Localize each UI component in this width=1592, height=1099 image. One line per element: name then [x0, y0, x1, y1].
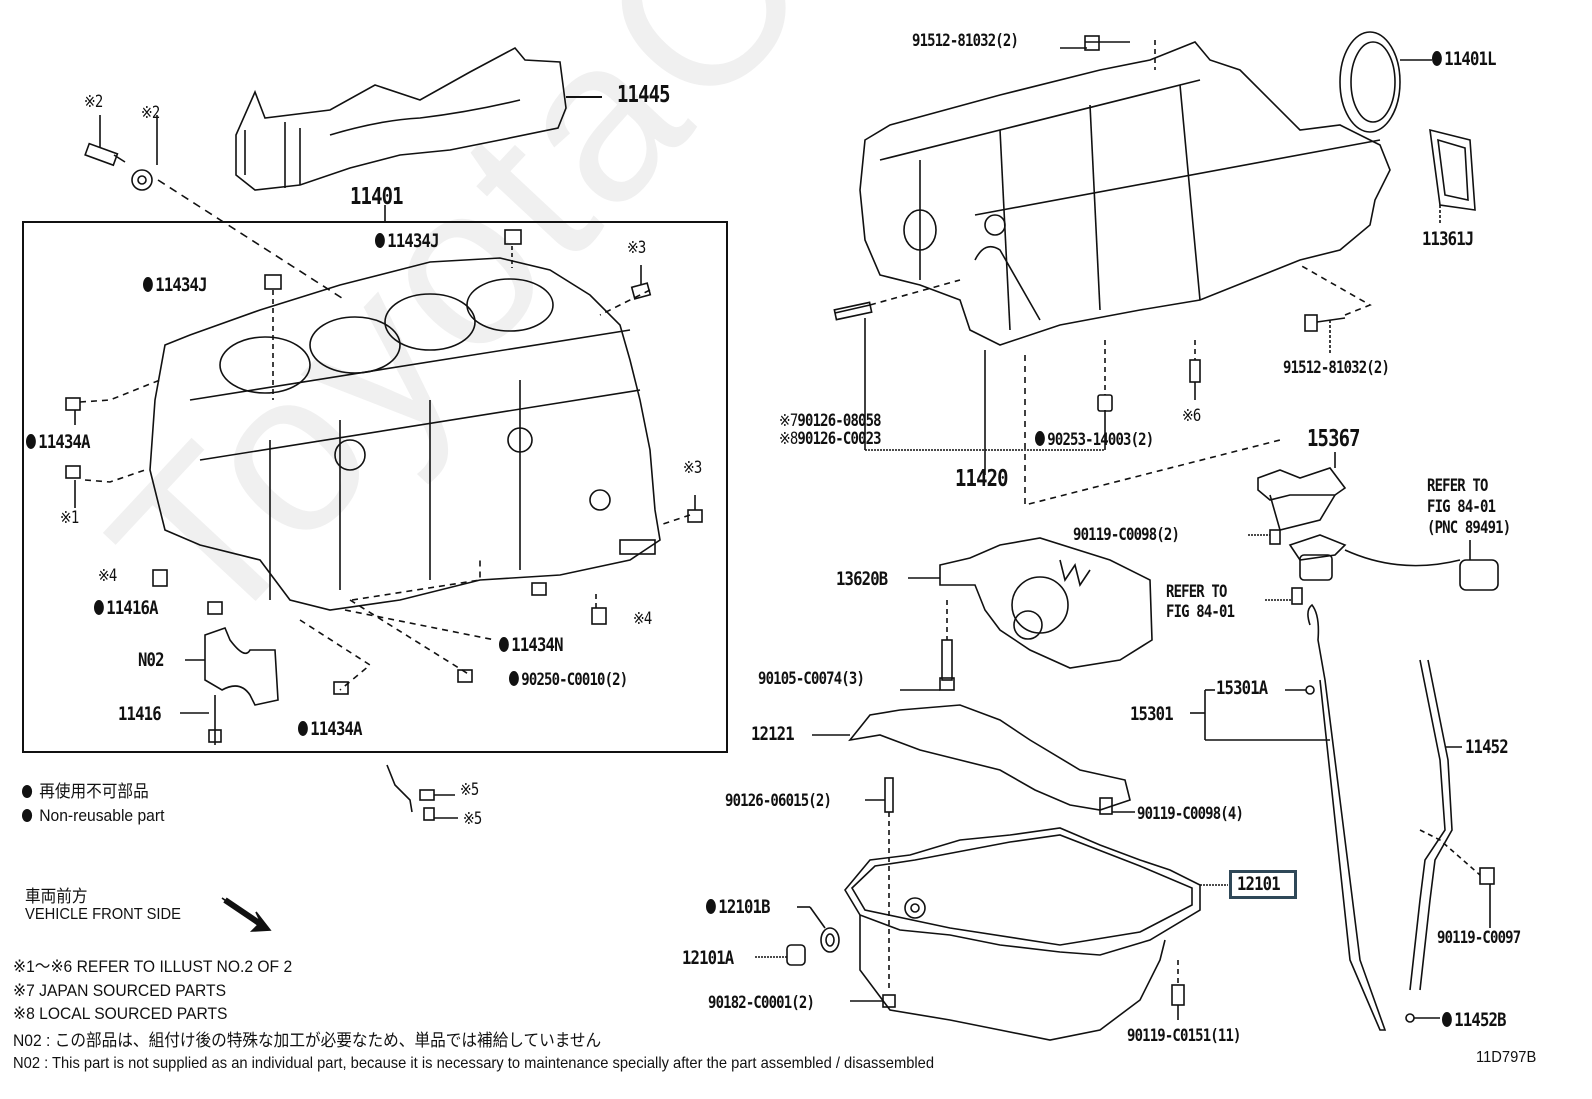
baffle-12121-drawing [848, 704, 1131, 811]
dowels-drawing [65, 229, 703, 695]
part-label-11445[interactable]: 11445 [617, 82, 671, 108]
part-label-11434J-top[interactable]: 11434J [375, 232, 439, 251]
part-label-91512-81032-right[interactable]: 91512-81032(2) [1283, 358, 1390, 378]
part-label-12121[interactable]: 12121 [751, 723, 795, 745]
part-label-13620B[interactable]: 13620B [836, 568, 888, 590]
stud-90126-drawing [834, 304, 871, 314]
part-label-11401L[interactable]: 11401L [1432, 50, 1496, 69]
part-label-90105-C0074[interactable]: 90105-C0074(3) [758, 669, 865, 689]
oil-level-sensor-drawing [1288, 534, 1347, 561]
nonreusable-dot-icon [143, 277, 153, 292]
part-label-91512-81032-top[interactable]: 91512-81032(2) [912, 31, 1019, 51]
nonreusable-dot-icon [26, 434, 36, 449]
part-label-12101B[interactable]: 12101B [706, 898, 770, 917]
part-label-11434A-left[interactable]: 11434A [26, 433, 90, 452]
front-side-en: VEHICLE FRONT SIDE [25, 906, 181, 923]
part-label-90250-C0010[interactable]: 90250-C0010(2) [509, 671, 628, 689]
part-label-11434N[interactable]: 11434N [499, 636, 563, 655]
nonreusable-dot-icon [94, 600, 104, 615]
part-label-11401[interactable]: 11401 [350, 184, 404, 210]
drain-gasket-12101B-drawing [820, 927, 840, 953]
nonreusable-dot-icon [298, 721, 308, 736]
cylinder-block-drawing [149, 257, 661, 611]
footnote-ref1-6: ※1～※6 REFER TO ILLUST NO.2 OF 2 [13, 957, 293, 976]
assembly-frame-11401 [22, 221, 728, 753]
part-label-N02[interactable]: N02 [138, 649, 165, 671]
nonreusable-dot-icon [499, 637, 509, 652]
part-label-11434J-left[interactable]: 11434J [143, 276, 207, 295]
legend-nonreusable-en: Non-reusable part [22, 807, 164, 824]
bearing-cap-n02-drawing [180, 626, 279, 745]
footnote-n02-jp: N02 : この部品は、組付け後の特殊な加工が必要なため、単品では補給していませ… [13, 1031, 602, 1050]
bolt-bracket-ref2-drawing [84, 115, 346, 301]
nonreusable-dot-icon [1035, 431, 1045, 446]
part-label-90119-C0151[interactable]: 90119-C0151(11) [1127, 1026, 1241, 1046]
part-label-90253-14003[interactable]: 90253-14003(2) [1035, 431, 1154, 449]
part-label-11452B[interactable]: 11452B [1442, 1011, 1506, 1030]
highlighted-part-12101[interactable]: 12101 [1229, 870, 1298, 899]
oil-pump-13620B-drawing [908, 537, 1153, 669]
figure-code: 11D797B [1476, 1049, 1537, 1066]
ref-note-4a: ※4 [98, 566, 117, 586]
nonreusable-dot-icon [509, 671, 519, 686]
oil-pan-12101-drawing [844, 827, 1201, 1041]
guide-tube-11452-drawing [1409, 659, 1446, 991]
part-label-15301A[interactable]: 15301A [1216, 677, 1268, 699]
legend-nonreusable-jp: 再使用不可部品 [22, 783, 149, 800]
ref-note-6: ※6 [1182, 406, 1201, 426]
part-label-90119-C0098-4[interactable]: 90119-C0098(4) [1137, 804, 1244, 824]
footnote-ref8: ※8 LOCAL SOURCED PARTS [13, 1004, 228, 1023]
part-label-90126-C0023[interactable]: ※890126-C0023 [779, 429, 882, 449]
part-label-90182-C0001[interactable]: 90182-C0001(2) [708, 993, 815, 1013]
part-label-90126-06015[interactable]: 90126-06015(2) [725, 791, 832, 811]
nonreusable-dot-icon [375, 233, 385, 248]
nonreusable-dot-icon [1442, 1012, 1452, 1027]
drain-plug-12101A-drawing [786, 944, 806, 966]
refer-note-fig-84-01-line1: REFER TO [1166, 582, 1227, 602]
part-label-15367[interactable]: 15367 [1307, 426, 1361, 452]
dipstick-15301-drawing [1307, 603, 1387, 1031]
part-label-11361J[interactable]: 11361J [1422, 228, 1474, 250]
ref-note-1: ※1 [60, 508, 79, 528]
part-label-90119-C0098-2[interactable]: 90119-C0098(2) [1073, 525, 1180, 545]
nonreusable-dot-icon [22, 809, 33, 822]
lower-crankcase-11420-drawing [859, 41, 1391, 346]
ref-note-3a: ※3 [627, 238, 646, 258]
gasket-11361J-drawing [1429, 128, 1476, 211]
part-label-15301[interactable]: 15301 [1130, 703, 1174, 725]
ref-note-2b: ※2 [141, 103, 160, 123]
cover-11445-drawing [235, 46, 602, 191]
footnote-n02-en: N02 : This part is not supplied as an in… [13, 1055, 935, 1072]
front-side-jp: 車両前方 [25, 887, 88, 906]
nonreusable-dot-icon [706, 899, 716, 914]
stud-90126-06015-drawing [884, 777, 894, 813]
nonreusable-dot-icon [22, 785, 33, 798]
part-label-12101: 12101 [1237, 873, 1281, 895]
ref-note-2a: ※2 [84, 92, 103, 112]
refer-note-pnc-89491-line1: REFER TO [1427, 476, 1488, 496]
nonreusable-dot-icon [1432, 51, 1442, 66]
oil-seal-11401L-drawing [1339, 31, 1401, 133]
ref-note-5b: ※5 [463, 809, 482, 829]
footnote-ref7: ※7 JAPAN SOURCED PARTS [13, 981, 227, 1000]
part-label-11420[interactable]: 11420 [955, 466, 1009, 492]
part-label-11416A[interactable]: 11416A [94, 599, 158, 618]
bolt-91512-right-drawing [1304, 314, 1318, 332]
ref-note-4b: ※4 [633, 609, 652, 629]
part-label-90126-08058[interactable]: ※790126-08058 [779, 411, 882, 431]
part-label-90119-C0097[interactable]: 90119-C0097 [1437, 928, 1521, 948]
part-label-12101A[interactable]: 12101A [682, 947, 734, 969]
ref-note-3b: ※3 [683, 458, 702, 478]
part-label-11452[interactable]: 11452 [1465, 736, 1509, 758]
refer-note-fig-84-01-line2: FIG 84-01 [1166, 602, 1235, 622]
refer-note-pnc-89491-line3: (PNC 89491) [1427, 518, 1511, 538]
bracket-ref5-drawing [386, 764, 458, 821]
refer-note-pnc-89491-line2: FIG 84-01 [1427, 497, 1496, 517]
part-label-11416[interactable]: 11416 [118, 703, 162, 725]
bracket-15367-drawing [1257, 467, 1347, 501]
part-label-11434A-bottom[interactable]: 11434A [298, 720, 362, 739]
ref-note-5a: ※5 [460, 780, 479, 800]
